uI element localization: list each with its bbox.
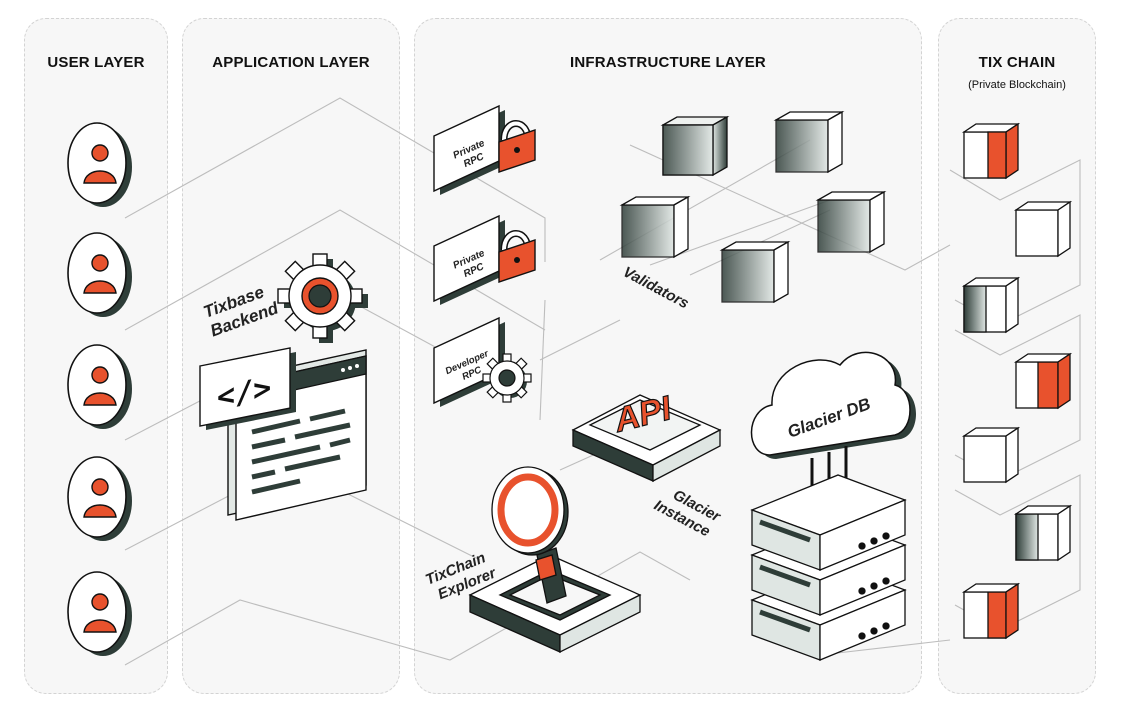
block-cube-icon — [1013, 504, 1073, 562]
user-icon — [67, 456, 133, 542]
user-icon — [67, 232, 133, 318]
glacier-instance-label: GlacierInstance — [651, 481, 724, 542]
user-icon — [67, 122, 133, 208]
code-icon: </> — [199, 347, 296, 430]
block-cube-icon — [961, 426, 1021, 484]
validator-nodes — [619, 110, 887, 304]
tix-chain-subtitle: (Private Blockchain) — [968, 79, 1066, 91]
block-cube-icon — [660, 115, 730, 177]
private-rpc-card: PrivateRPC — [433, 214, 536, 305]
cloud-icon: Glacier DB — [750, 351, 916, 520]
block-cube-icon — [719, 240, 791, 304]
block-cube-icon — [773, 110, 845, 174]
gear-icon — [277, 253, 368, 343]
gear-icon — [482, 353, 532, 403]
lock-icon — [498, 120, 536, 173]
block-cube-icon — [815, 190, 887, 254]
block-cube-icon — [1013, 352, 1073, 410]
api-platform: API — [571, 388, 722, 483]
application-layer-title: APPLICATION LAYER — [212, 54, 370, 71]
block-cube-icon — [1013, 200, 1073, 258]
user-icon — [67, 344, 133, 430]
magnifier-icon — [491, 466, 569, 604]
developer-rpc-card: DeveloperRPC — [433, 316, 532, 407]
validators-label: Validators — [620, 264, 692, 313]
private-rpc-card: PrivateRPC — [433, 104, 536, 195]
user-layer-title: USER LAYER — [47, 54, 145, 71]
infrastructure-layer-title: INFRASTRUCTURE LAYER — [570, 54, 766, 71]
block-cube-icon — [961, 582, 1021, 640]
tix-chain-title: TIX CHAIN — [978, 54, 1056, 71]
block-cube-icon — [619, 195, 691, 259]
block-cube-icon — [961, 122, 1021, 180]
backend-label: TixbaseBackend — [201, 279, 282, 340]
user-icon — [67, 571, 133, 657]
tixchain-explorer — [468, 466, 642, 654]
server-icon — [750, 474, 907, 661]
block-cube-icon — [961, 276, 1021, 334]
chain-blocks — [961, 122, 1073, 640]
tixbase-backend: </> TixbaseBackend — [199, 253, 368, 521]
lock-icon — [498, 230, 536, 283]
